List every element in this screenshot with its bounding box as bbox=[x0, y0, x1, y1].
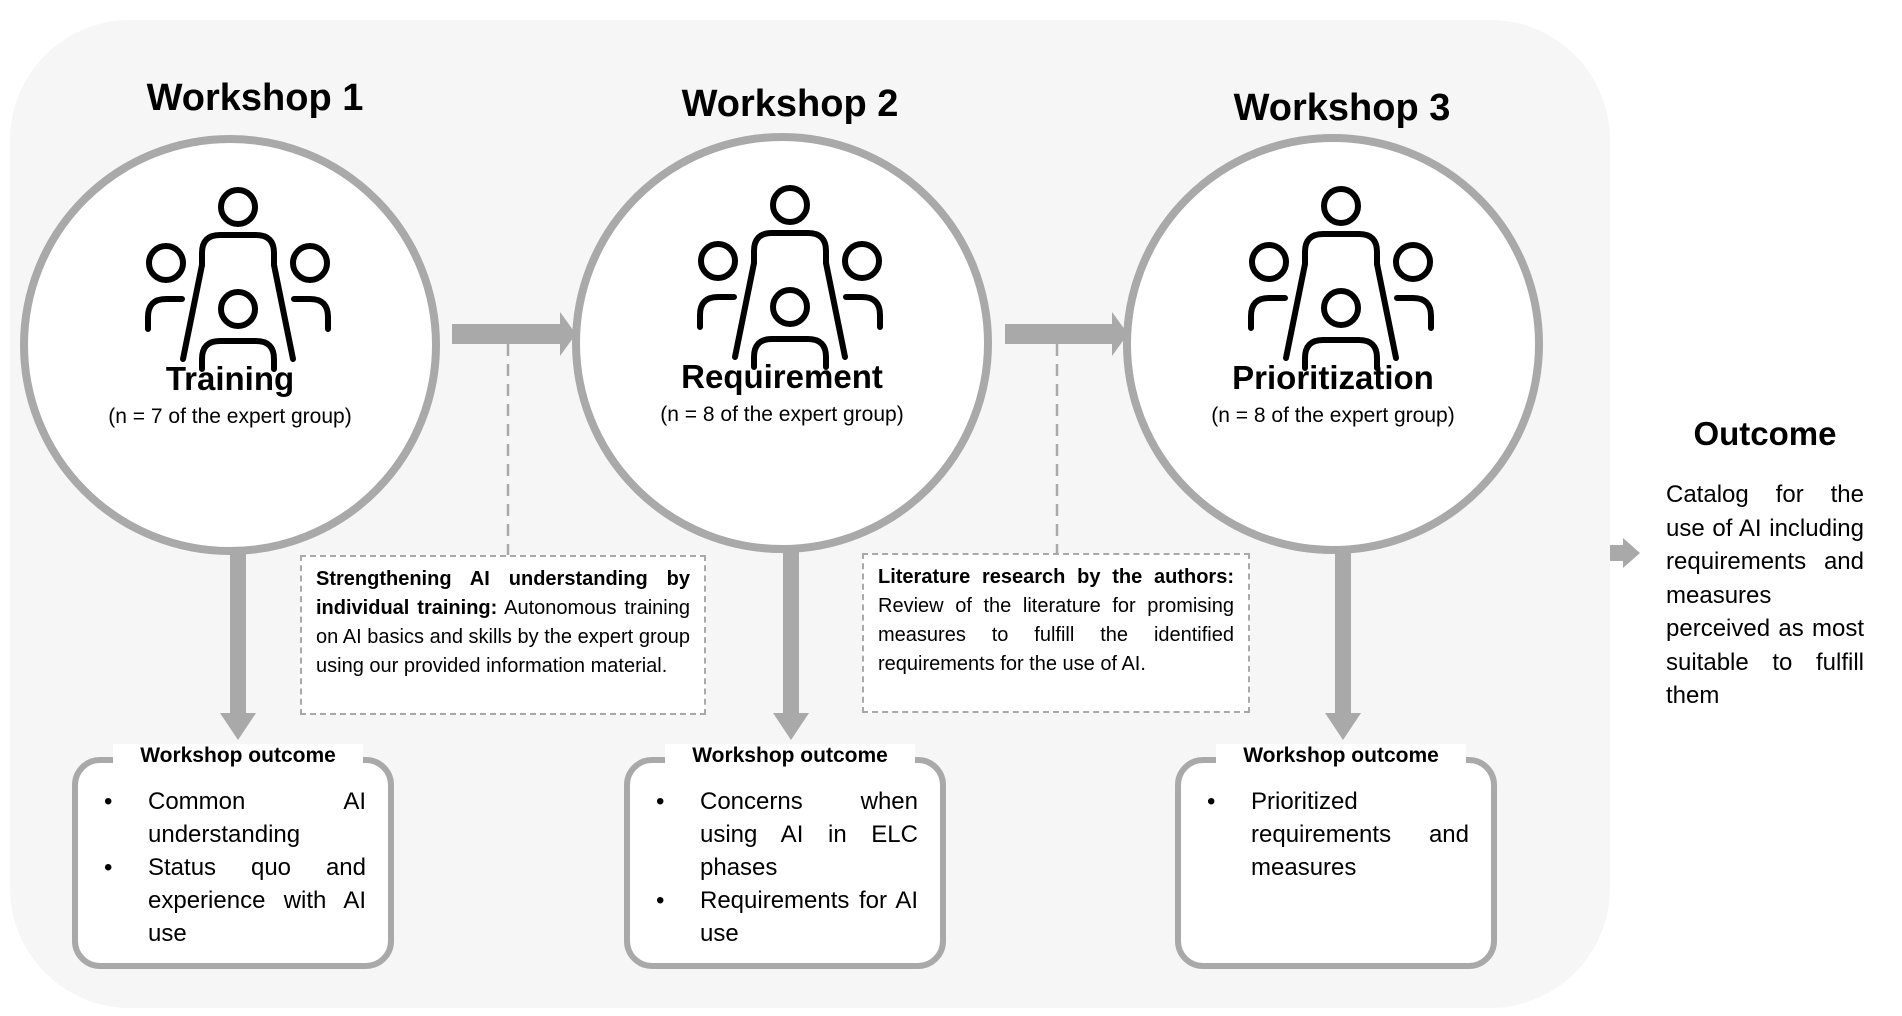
arrow-down-3 bbox=[1325, 545, 1361, 740]
meeting-people-icon bbox=[138, 183, 338, 373]
workshop-1-count: (n = 7 of the expert group) bbox=[108, 405, 352, 428]
note-training-heading: Strengthening AI understanding by indivi… bbox=[316, 568, 690, 619]
meeting-people-icon bbox=[690, 181, 890, 371]
final-outcome-title: Outcome bbox=[1693, 415, 1837, 452]
workshop-3-count: (n = 8 of the expert group) bbox=[1211, 404, 1455, 427]
final-outcome-text: Catalog for the use of AI including requ… bbox=[1666, 481, 1864, 709]
workshop-1-outcome-item: Status quo and experience with AI use bbox=[100, 851, 366, 950]
workshop-2-outcome-box: Concerns when using AI in ELC phases Req… bbox=[624, 757, 946, 969]
note-training-text: Autonomous training on AI basics and ski… bbox=[316, 597, 690, 677]
workshop-3-circle: Prioritization (n = 8 of the expert grou… bbox=[1123, 134, 1543, 554]
workshop-3-outcome-item: Prioritized requirements and measures bbox=[1203, 785, 1469, 884]
workshop-1-title: Workshop 1 bbox=[146, 77, 364, 119]
arrow-down-1 bbox=[220, 545, 256, 740]
note-literature-text: Review of the literature for promising m… bbox=[878, 595, 1234, 675]
note-training: Strengthening AI understanding by indivi… bbox=[300, 555, 706, 715]
workshop-3-outcome-title: Workshop outcome bbox=[1216, 744, 1466, 768]
arrow-to-outcome bbox=[1610, 538, 1640, 568]
workshop-1-name: Training bbox=[165, 360, 295, 397]
workshop-2-count: (n = 8 of the expert group) bbox=[660, 403, 904, 426]
workshop-1-outcome-title: Workshop outcome bbox=[113, 744, 363, 768]
workshop-3-outcome-box: Prioritized requirements and measures bbox=[1175, 757, 1497, 969]
workshop-2-name: Requirement bbox=[681, 358, 883, 395]
workshop-2-outcome-item: Requirements for AI use bbox=[652, 884, 918, 950]
note-literature-heading: Literature research by the authors: bbox=[878, 566, 1234, 588]
workshop-1-outcome-item: Common AI understanding bbox=[100, 785, 366, 851]
workshop-2-outcome-title: Workshop outcome bbox=[665, 744, 915, 768]
arrow-down-2 bbox=[773, 545, 809, 740]
workshop-2-title: Workshop 2 bbox=[681, 83, 899, 125]
workshop-3-title: Workshop 3 bbox=[1233, 87, 1451, 129]
workshop-1-circle: Training (n = 7 of the expert group) bbox=[20, 135, 440, 555]
workshop-2-outcome-item: Concerns when using AI in ELC phases bbox=[652, 785, 918, 884]
workshop-3-name: Prioritization bbox=[1232, 359, 1434, 396]
note-literature: Literature research by the authors: Revi… bbox=[862, 553, 1250, 713]
final-outcome-card: Outcome Catalog for the use of AI includ… bbox=[1640, 390, 1890, 790]
meeting-people-icon bbox=[1241, 182, 1441, 372]
arrow-workshop1-to-2 bbox=[452, 312, 576, 356]
arrow-workshop2-to-3 bbox=[1005, 312, 1128, 356]
workshop-1-outcome-box: Common AI understanding Status quo and e… bbox=[72, 757, 394, 969]
workshop-2-circle: Requirement (n = 8 of the expert group) bbox=[572, 133, 992, 553]
